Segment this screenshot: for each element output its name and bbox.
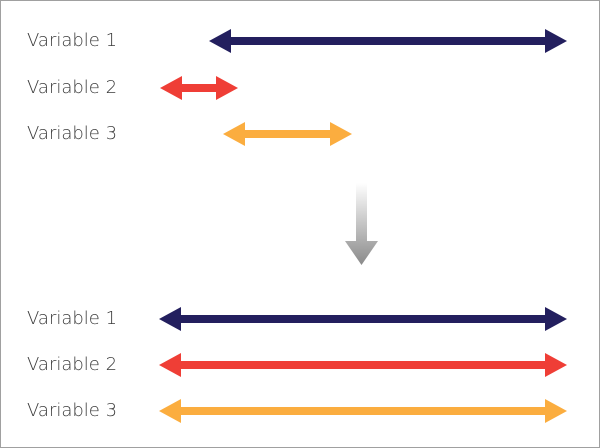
arrow-down-icon xyxy=(345,183,378,265)
after-range-arrow-variable-2 xyxy=(159,353,567,377)
before-range-arrow-variable-1 xyxy=(209,29,567,53)
before-range-arrow-variable-3 xyxy=(223,122,352,146)
before-label-variable-1: Variable 1 xyxy=(27,30,118,51)
after-label-variable-3: Variable 3 xyxy=(27,400,118,421)
before-range-arrow-variable-2 xyxy=(160,76,238,100)
after-label-variable-2: Variable 2 xyxy=(27,354,118,375)
after-range-arrow-variable-1 xyxy=(159,307,567,331)
before-label-variable-3: Variable 3 xyxy=(27,123,118,144)
after-range-arrow-variable-3 xyxy=(159,399,567,423)
after-label-variable-1: Variable 1 xyxy=(27,308,118,329)
before-label-variable-2: Variable 2 xyxy=(27,77,118,98)
